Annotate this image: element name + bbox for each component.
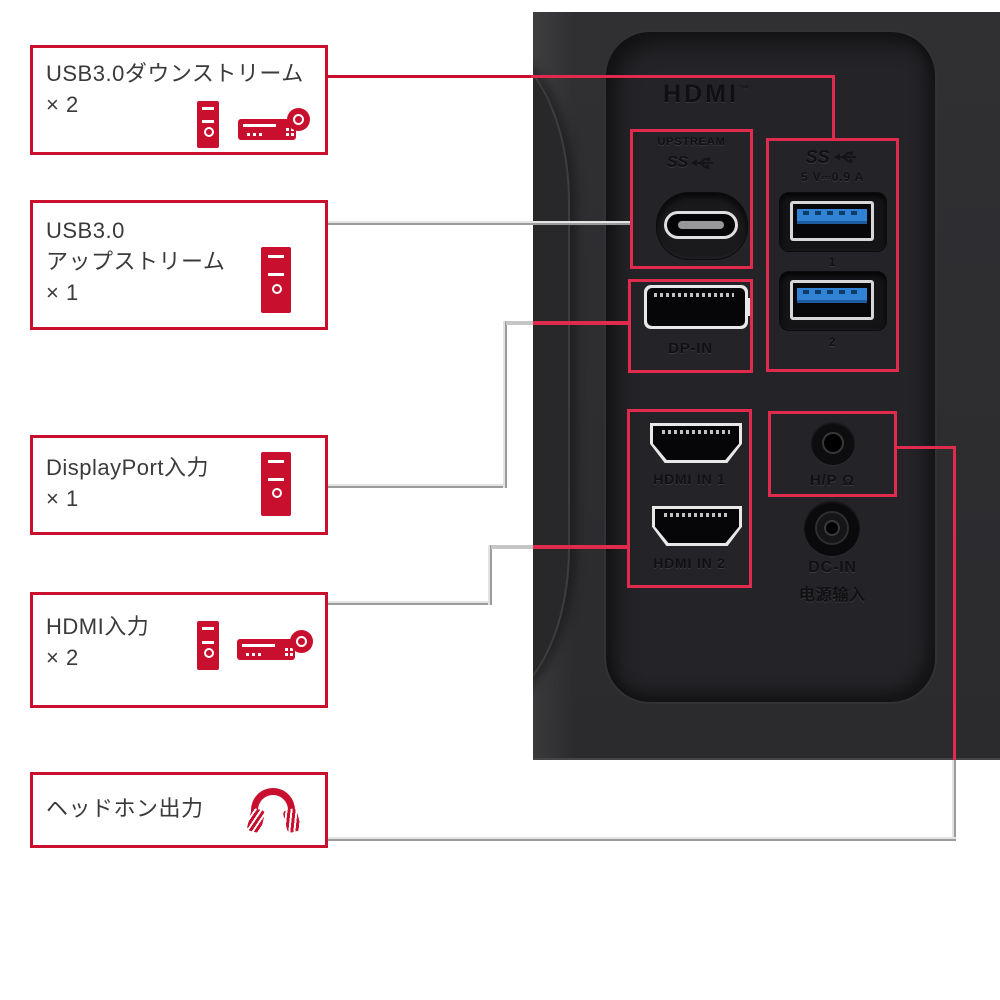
usb-a-shell xyxy=(790,280,874,320)
usb-a-port-1 xyxy=(779,192,887,252)
callout-displayport-line1: DisplayPort入力 xyxy=(46,455,209,480)
connector-headphone-h1 xyxy=(897,446,956,449)
connector-usb-downstream-v xyxy=(832,75,835,141)
callout-hdmi-line1: HDMI入力 xyxy=(46,614,150,639)
connector-hdmi-h2 xyxy=(491,545,627,549)
connector-hdmi-h1 xyxy=(328,601,491,605)
callout-hdmi-line2: × 2 xyxy=(46,645,79,670)
callout-headphone-line1: ヘッドホン出力 xyxy=(46,796,204,821)
callout-usb-downstream: USB3.0ダウンストリーム × 2 xyxy=(30,45,328,155)
jack-hole xyxy=(822,432,844,454)
usb-c-upstream-port xyxy=(664,211,738,239)
monitor-back-panel-photo: HDMI™ UPSTREAM SS SS 5 V⎓0.9 xyxy=(533,12,1000,760)
pc-tower-icon xyxy=(261,452,291,516)
dc-in-label: DC-IN xyxy=(808,559,857,576)
media-player-icon xyxy=(237,639,295,660)
headphone-jack xyxy=(811,421,855,465)
media-player-icon xyxy=(238,119,296,140)
dc-in-label-chinese: 电源输入 xyxy=(798,587,867,604)
jack-pin-hole xyxy=(824,520,840,536)
callout-usb-upstream-line3: × 1 xyxy=(46,280,79,305)
connector-displayport-h2 xyxy=(506,321,628,325)
superspeed-logo: SS xyxy=(630,153,753,173)
callout-usb-upstream-line2: アップストリーム xyxy=(46,249,226,274)
callout-usb-downstream-line2: × 2 xyxy=(46,92,79,117)
usb-power-label: 5 V⎓0.9 A xyxy=(800,170,865,184)
usb-a-blue-tongue xyxy=(797,288,867,303)
pc-tower-icon xyxy=(197,101,219,148)
hdmi-connector-2 xyxy=(652,506,742,546)
dc-in-jack xyxy=(804,500,860,556)
connector-usb-downstream-h xyxy=(328,75,835,78)
hdmi-logo-embossed: HDMI™ xyxy=(663,80,749,108)
displayport-connector xyxy=(644,285,753,329)
connector-headphone-v1 xyxy=(953,446,956,760)
connector-headphone-h2 xyxy=(328,837,956,841)
panel-bottom-rim xyxy=(533,758,1000,760)
hp-label: H/P Ω xyxy=(810,472,855,489)
trademark-symbol: ™ xyxy=(738,84,749,96)
callout-usb-upstream-line1: USB3.0 xyxy=(46,218,125,243)
connector-displayport-v xyxy=(503,321,507,488)
usb-trident-icon xyxy=(833,151,856,163)
usb-a-port-2 xyxy=(779,271,887,331)
connector-displayport-h1 xyxy=(328,484,506,488)
highlight-box-displayport xyxy=(628,279,753,373)
usb-port1-number: 1 xyxy=(828,255,837,269)
hdmi-in2-label: HDMI IN 2 xyxy=(653,555,726,571)
superspeed-logo: SS xyxy=(766,146,899,168)
stand-mount-curve xyxy=(533,42,570,708)
usb-a-blue-tongue xyxy=(797,209,867,224)
headphones-icon xyxy=(246,785,302,837)
highlight-box-hdmi xyxy=(627,409,752,588)
usb-trident-icon xyxy=(691,157,714,169)
upstream-label: UPSTREAM xyxy=(657,136,726,148)
pc-tower-icon xyxy=(197,621,219,670)
pc-tower-icon xyxy=(261,247,291,313)
hdmi-connector-1 xyxy=(650,423,742,463)
connector-hdmi-v xyxy=(488,545,492,605)
highlight-box-usb-downstream xyxy=(766,138,899,372)
disc-icon xyxy=(290,630,313,653)
connector-usb-upstream-h xyxy=(328,221,630,225)
dp-in-label: DP-IN xyxy=(668,340,713,357)
ss-text: SS xyxy=(666,154,689,171)
callout-displayport-line2: × 1 xyxy=(46,486,79,511)
disc-icon xyxy=(287,108,310,131)
usb-port2-number: 2 xyxy=(828,335,837,349)
usb-a-shell xyxy=(790,201,874,241)
connector-headphone-v2 xyxy=(952,760,956,841)
callout-usb-downstream-line1: USB3.0ダウンストリーム xyxy=(46,61,304,86)
hdmi-in1-label: HDMI IN 1 xyxy=(653,471,726,487)
ss-text: SS xyxy=(805,146,830,167)
highlight-box-usb-upstream xyxy=(630,129,753,269)
port-recess-area xyxy=(604,30,937,704)
highlight-box-headphone xyxy=(768,411,897,497)
